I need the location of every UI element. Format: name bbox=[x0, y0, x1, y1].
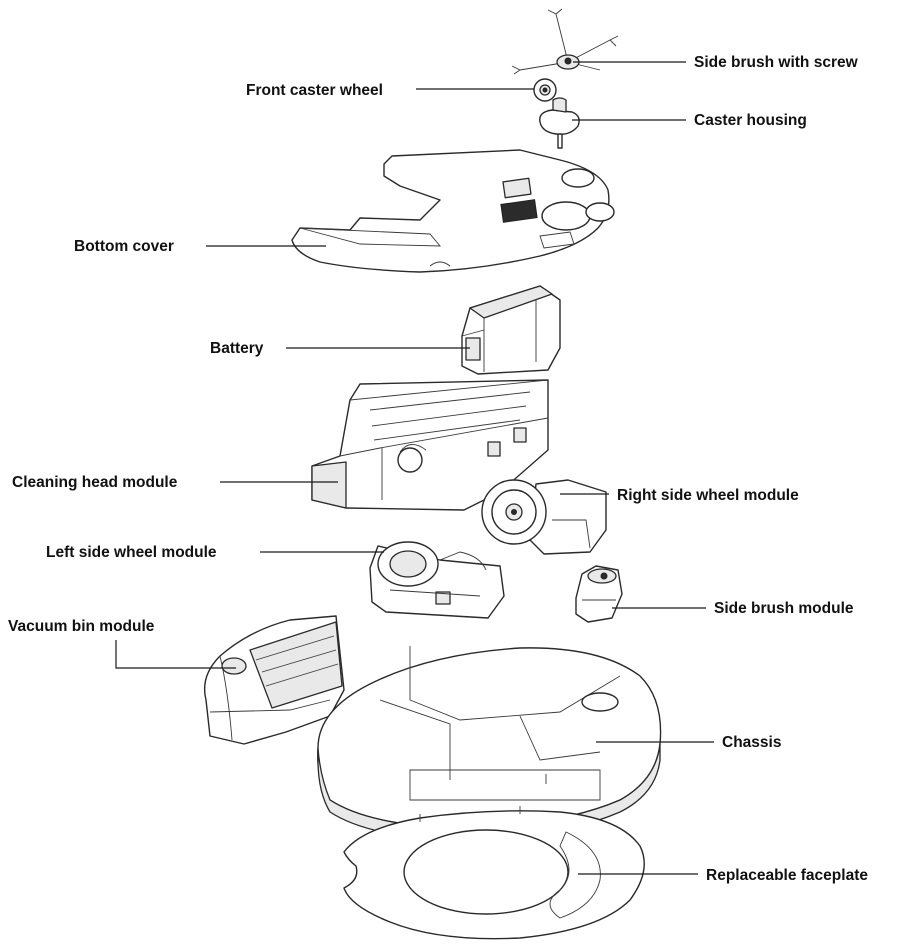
right-wheel-illustration bbox=[481, 479, 607, 555]
label-caster-housing: Caster housing bbox=[694, 112, 807, 129]
battery-illustration bbox=[461, 285, 561, 375]
cleaning-head-illustration bbox=[311, 379, 549, 511]
label-cleaning-head-module: Cleaning head module bbox=[12, 474, 178, 491]
side-brush-illustration bbox=[511, 8, 619, 75]
label-left-side-wheel-module: Left side wheel module bbox=[46, 544, 217, 561]
label-side-brush-with-screw: Side brush with screw bbox=[694, 54, 859, 71]
label-chassis: Chassis bbox=[722, 734, 781, 751]
leader-vacuum-bin bbox=[115, 640, 236, 669]
left-wheel-illustration bbox=[369, 541, 505, 619]
vacuum-bin-illustration bbox=[203, 615, 345, 745]
front-caster-wheel-illustration bbox=[533, 78, 557, 102]
label-bottom-cover: Bottom cover bbox=[74, 238, 174, 255]
label-right-side-wheel-module: Right side wheel module bbox=[617, 487, 799, 504]
side-brush-module-illustration bbox=[575, 565, 623, 623]
label-battery: Battery bbox=[210, 340, 264, 357]
label-replaceable-faceplate: Replaceable faceplate bbox=[706, 867, 868, 884]
label-front-caster-wheel: Front caster wheel bbox=[246, 82, 383, 99]
bottom-cover-illustration bbox=[291, 149, 615, 273]
label-vacuum-bin-module: Vacuum bin module bbox=[8, 618, 155, 635]
label-side-brush-module: Side brush module bbox=[714, 600, 854, 617]
faceplate-illustration bbox=[343, 806, 645, 940]
caster-housing-illustration bbox=[539, 97, 580, 149]
leader-lines bbox=[115, 61, 714, 875]
